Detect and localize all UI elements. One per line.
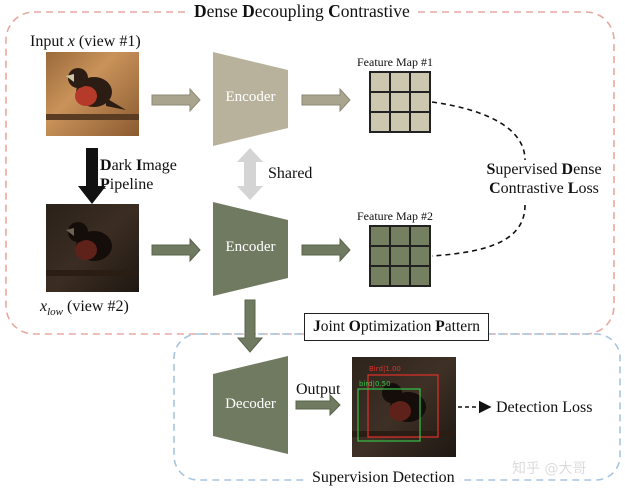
- dark-image-pipeline-label: Dark Image Pipeline: [100, 157, 177, 193]
- arrow-encoder-to-map1: [301, 87, 351, 113]
- arrow-encoder-to-decoder: [236, 299, 264, 353]
- output-label: Output: [296, 381, 341, 398]
- arrow-input-to-encoder: [151, 87, 201, 113]
- supervision-detection-label: Supervision Detection: [308, 468, 459, 487]
- joint-optimization-pattern-box: Joint Optimization Pattern: [304, 313, 490, 341]
- title: Dense Decoupling Contrastive: [188, 1, 416, 22]
- arrow-encoder2-to-map2: [301, 237, 351, 263]
- watermark: 知乎 @大哥: [512, 461, 587, 477]
- contrastive-curve: [431, 101, 526, 161]
- feature-map-1-grid: [369, 71, 431, 133]
- decoder-label: Decoder: [225, 396, 276, 412]
- decoder-shape: [213, 356, 288, 454]
- shared-label: Shared: [268, 165, 313, 182]
- arrow-decoder-to-output: [295, 393, 341, 417]
- encoder-1-label: Encoder: [225, 89, 276, 105]
- feature-map-2-grid: [369, 225, 431, 287]
- encoder-2-shape: [213, 202, 288, 296]
- encoder-2-label: Encoder: [225, 239, 276, 255]
- det-label-green: bird|0.50: [359, 380, 391, 388]
- contrastive-loss-label: Supervised Dense Contrastive Loss: [476, 160, 612, 198]
- shared-double-arrow: [237, 148, 263, 200]
- feature-map-2-label: Feature Map #2: [357, 209, 433, 223]
- feature-map-1-label: Feature Map #1: [357, 55, 433, 69]
- detection-output-image: Bird|1.00 bird|0.50: [352, 357, 456, 457]
- det-label-red: Bird|1.00: [369, 365, 401, 373]
- arrow-low-to-encoder: [151, 237, 201, 263]
- low-light-image-view-2: [46, 204, 139, 292]
- detection-loss-label: Detection Loss: [496, 399, 593, 416]
- dark-pipeline-arrow: [78, 148, 106, 204]
- encoder-1-shape: [213, 52, 288, 146]
- low-label: xlow (view #2): [40, 298, 129, 319]
- input-image-view-1: [46, 52, 139, 136]
- input-label: Input x (view #1): [30, 33, 141, 50]
